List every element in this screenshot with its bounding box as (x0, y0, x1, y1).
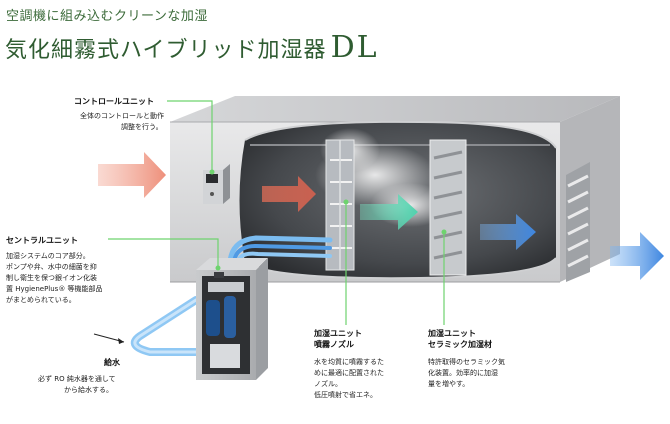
control-unit-description: 全体のコントロールと動作 調整を行う。 (80, 111, 164, 133)
central-unit-description: 加湿システムのコア部分。 ポンプや弁、水中の細菌を抑 制し衛生を保つ銀イオン化装… (6, 251, 103, 306)
airflow-out-inner-arrow (480, 214, 536, 250)
central-unit-cabinet (196, 258, 268, 380)
control-unit-heading: コントロールユニット (74, 97, 154, 106)
ceramic-material-line: 化装置。効率的に加湿 (428, 369, 498, 377)
ceramic-material-heading-line: セラミック加湿材 (428, 340, 492, 349)
ceramic-material-description: 特許取得のセラミック気 化装置。効率的に加湿 量を増やす。 (428, 357, 505, 390)
ceramic-material-line: 量を増やす。 (428, 380, 470, 388)
airflow-mid-arrow (262, 176, 316, 212)
control-unit-box (203, 164, 230, 204)
ceramic-media-rack (429, 139, 467, 276)
ceramic-material-line: 特許取得のセラミック気 (428, 358, 505, 366)
control-unit-line: 全体のコントロールと動作 (80, 112, 164, 120)
model-name: DL (330, 30, 379, 65)
spray-nozzle-rack (325, 139, 355, 271)
airflow-in-arrow (98, 152, 166, 198)
water-supply-heading: 給水 (104, 358, 120, 367)
water-supply-line: から給水する。 (64, 386, 113, 394)
spray-nozzle-heading-line: 加湿ユニット (314, 329, 362, 338)
outlet-louvers (566, 162, 590, 282)
airflow-humid-arrow (360, 194, 418, 230)
spray-nozzle-description: 水を均質に噴霧するた めに最適に配置された ノズル。 低圧噴射で省エネ。 (314, 357, 384, 401)
water-supply-line: 必ず RO 純水器を通して (38, 375, 116, 383)
central-unit-heading: セントラルユニット (6, 236, 78, 245)
spray-nozzle-heading: 加湿ユニット 噴霧ノズル (314, 328, 362, 350)
callout-leaders (108, 100, 445, 325)
spray-nozzle-line: めに最適に配置された (314, 369, 384, 377)
spray-nozzle-heading-line: 噴霧ノズル (314, 340, 354, 349)
central-unit-line: 加湿システムのコア部分。 (6, 252, 90, 260)
callout-dots (209, 169, 447, 271)
spray-nozzle-line: 水を均質に噴霧するた (314, 358, 384, 366)
title-text: 気化細霧式ハイブリッド加湿器 (5, 38, 327, 63)
water-supply-pointer-head (118, 338, 124, 344)
ceramic-material-heading: 加湿ユニット セラミック加湿材 (428, 328, 492, 350)
water-supply-description: 必ず RO 純水器を通して から給水する。 (38, 374, 116, 396)
airflow-out-arrow (610, 232, 664, 280)
header-subtitle: 空調機に組み込むクリーンな加湿 (6, 9, 208, 24)
central-unit-line: 制し衛生を保つ銀イオン化装 (6, 274, 97, 282)
central-unit-line: ポンプや弁、水中の細菌を抑 (6, 263, 97, 271)
spray-nozzle-line: 低圧噴射で省エネ。 (314, 391, 377, 399)
spray-nozzle-line: ノズル。 (314, 380, 342, 388)
ceramic-material-heading-line: 加湿ユニット (428, 329, 476, 338)
control-unit-line: 調整を行う。 (121, 123, 163, 131)
central-unit-line: 置 HygienePlus® 等機能部品 (6, 285, 103, 293)
central-unit-line: がまとめられている。 (6, 296, 76, 304)
